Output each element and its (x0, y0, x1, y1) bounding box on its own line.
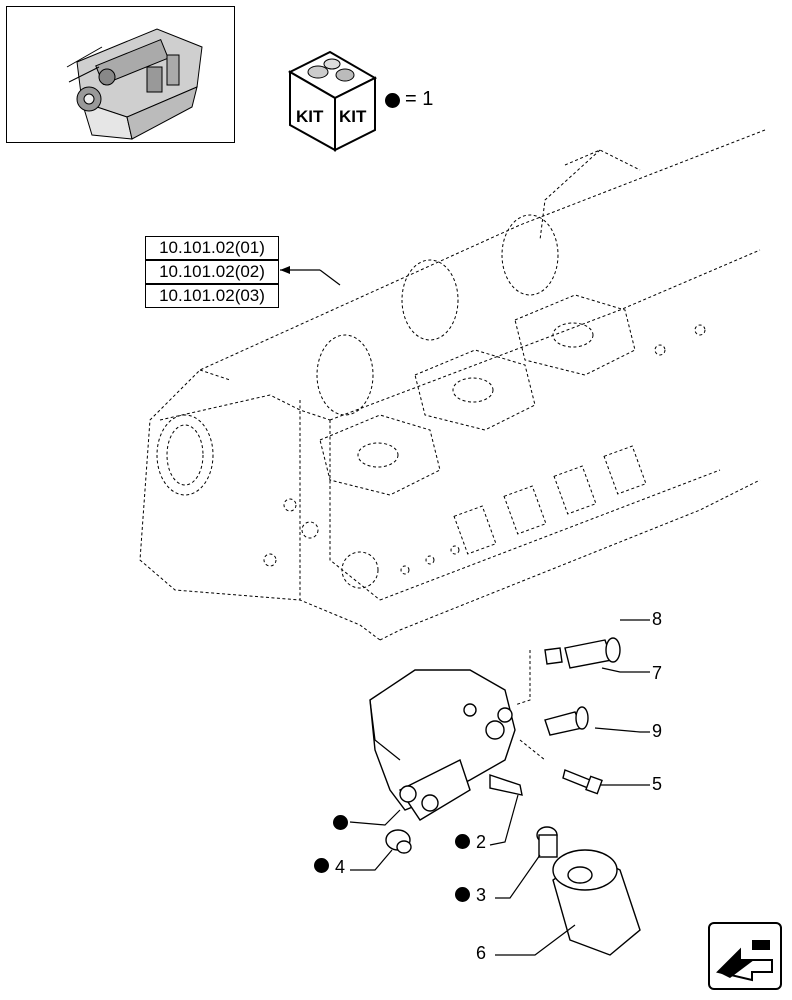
kit-legend-text: = 1 (405, 88, 434, 110)
kit-bullet-4 (314, 858, 329, 873)
callout-9: 9 (652, 721, 663, 741)
callout-4: 4 (335, 857, 346, 877)
engine-thumbnail-icon (66, 28, 203, 140)
navigate-button[interactable] (708, 922, 782, 990)
kit-bullet-3 (455, 887, 470, 902)
reference-box-02[interactable]: 10.101.02(02) (145, 260, 279, 284)
kit-bullet (385, 93, 400, 108)
reference-box-03[interactable]: 10.101.02(03) (145, 284, 279, 308)
callout-2: 2 (476, 832, 487, 852)
callout-7: 7 (652, 663, 663, 683)
kit-bullet-2 (455, 834, 470, 849)
reference-box-01[interactable]: 10.101.02(01) (145, 236, 279, 260)
callout-3: 3 (476, 885, 487, 905)
callout-6: 6 (476, 943, 487, 963)
kit-text-left: KIT (296, 107, 324, 126)
kit-bullet-1 (333, 815, 348, 830)
callout-5: 5 (652, 774, 663, 794)
callout-8: 8 (652, 609, 663, 629)
navigate-arrow-icon (716, 940, 773, 982)
kit-text-right: KIT (339, 107, 367, 126)
engine-thumbnail (6, 6, 235, 143)
